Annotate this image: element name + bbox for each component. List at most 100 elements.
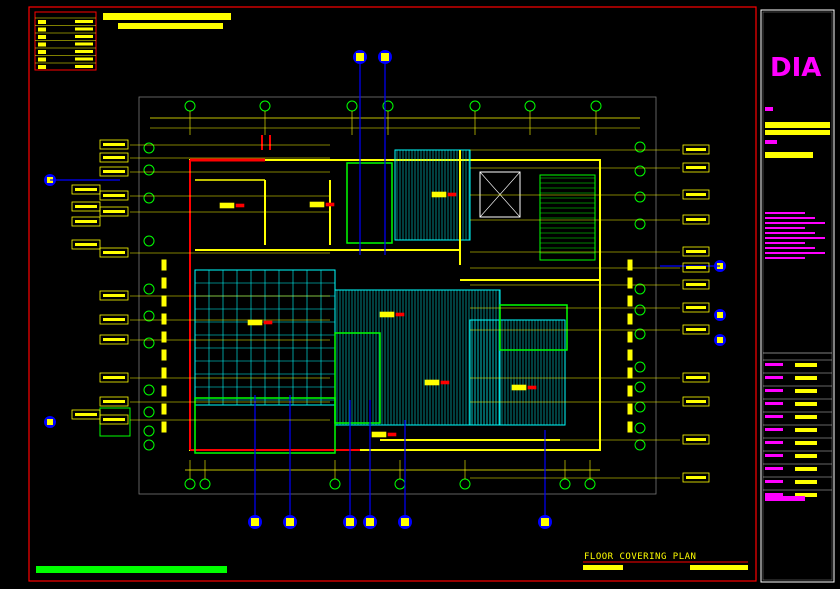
callout-tag — [682, 396, 710, 407]
tb-value — [795, 441, 817, 445]
tb-note-line — [765, 212, 805, 214]
tb-value — [795, 467, 817, 471]
callout-tag-text — [103, 294, 125, 297]
room-tag — [247, 319, 263, 326]
callout-tag-text — [75, 205, 97, 208]
column-marker — [627, 277, 633, 289]
callout-tag-text — [686, 438, 706, 441]
legend-swatch — [38, 42, 46, 47]
header-subtitle-bar — [118, 23, 223, 29]
bathroom-partition — [346, 162, 393, 244]
legend-text-bar — [75, 57, 93, 61]
tb-note-line — [765, 242, 805, 244]
tb-value — [795, 376, 817, 380]
legend-swatch — [38, 20, 46, 24]
elevation-pin-core — [346, 518, 354, 526]
legend-swatch — [38, 35, 46, 39]
tb-bar — [765, 152, 813, 158]
callout-tag — [682, 434, 710, 445]
callout-tag — [682, 472, 710, 483]
callout-tag — [99, 247, 129, 258]
tb-mark — [765, 107, 773, 111]
column-marker — [161, 349, 167, 361]
ensuite-partition — [499, 304, 568, 351]
elevation-pin-core — [381, 53, 389, 61]
tb-note-line — [765, 237, 825, 239]
tb-bar — [765, 122, 830, 128]
tb-note-line — [765, 252, 825, 254]
legend-swatch — [38, 65, 46, 69]
tb-label — [765, 467, 783, 470]
callout-tag — [99, 414, 129, 425]
column-marker — [627, 421, 633, 433]
callout-tag-text — [686, 283, 706, 286]
tb-label — [765, 454, 783, 457]
column-marker — [161, 295, 167, 307]
floor-plan[interactable] — [44, 50, 726, 529]
callout-tag-text — [686, 250, 706, 253]
grid-bubble-icon — [143, 384, 155, 396]
grid-bubble-icon — [634, 141, 646, 153]
room-tag-mark — [325, 202, 335, 207]
callout-tag — [682, 144, 710, 155]
grid-bubble-icon — [634, 304, 646, 316]
elevator-shaft — [479, 171, 521, 218]
tb-label — [765, 480, 783, 483]
callout-tag — [682, 162, 710, 173]
legend-swatch — [38, 50, 46, 54]
tb-label — [765, 376, 783, 379]
callout-tag-text — [75, 413, 97, 416]
callout-tag-text — [103, 376, 125, 379]
callout-tag — [99, 166, 129, 177]
callout-tag — [71, 409, 101, 420]
callout-tag — [99, 139, 129, 150]
column-marker — [161, 259, 167, 271]
grid-bubble-icon — [634, 283, 646, 295]
tb-label — [765, 441, 783, 444]
room-tag-mark — [440, 380, 450, 385]
callout-tag — [99, 290, 129, 301]
room-tag — [219, 202, 235, 209]
title-block-frame — [760, 9, 835, 583]
study-wood-floor — [469, 319, 566, 426]
plan-title-text: FLOOR COVERING PLAN — [584, 552, 696, 562]
grid-bubble-icon — [634, 328, 646, 340]
elevator-x — [479, 171, 521, 218]
bath-partition-2 — [334, 332, 381, 424]
column-marker — [627, 349, 633, 361]
callout-tag-text — [686, 148, 706, 151]
tb-note-line — [765, 227, 805, 229]
elevation-pin-core — [356, 53, 364, 61]
callout-tag — [71, 184, 101, 195]
callout-tag — [682, 214, 710, 225]
column-marker — [161, 421, 167, 433]
tb-value — [795, 454, 817, 458]
tb-label — [765, 493, 783, 496]
tb-label — [765, 402, 783, 405]
grid-bubble-icon — [143, 235, 155, 247]
callout-tag-text — [686, 218, 706, 221]
title-block: DIA — [763, 53, 832, 501]
elevation-pin-core — [717, 337, 723, 343]
header-title-bar — [103, 13, 231, 20]
grid-bubble-icon — [634, 218, 646, 230]
room-tag-mark — [235, 203, 245, 208]
tb-value — [795, 389, 817, 393]
grid-bubble-icon — [634, 422, 646, 434]
grid-bubble-icon — [634, 361, 646, 373]
callout-tag — [99, 206, 129, 217]
callout-tag-text — [103, 400, 125, 403]
grid-bubble-icon — [143, 283, 155, 295]
column-marker — [161, 313, 167, 325]
stair-core — [539, 174, 596, 261]
room-tag — [424, 379, 440, 386]
tb-label — [765, 428, 783, 431]
column-marker — [627, 385, 633, 397]
callout-tag-text — [103, 338, 125, 341]
tb-label — [765, 363, 783, 366]
callout-tag — [99, 372, 129, 383]
callout-tag — [71, 201, 101, 212]
column-marker — [161, 385, 167, 397]
room-tag-mark — [395, 312, 405, 317]
